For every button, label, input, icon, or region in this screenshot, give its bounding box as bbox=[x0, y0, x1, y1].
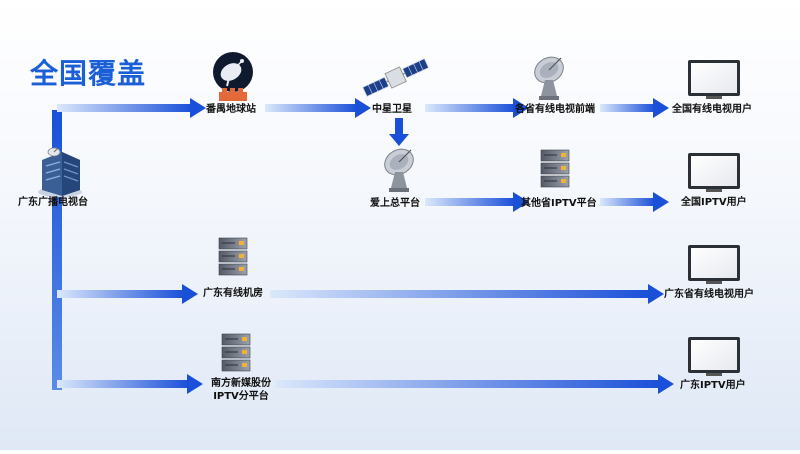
node-zhongxing-label: 中星卫星 bbox=[372, 104, 412, 115]
arrow-zhongxing-to-aishang bbox=[389, 118, 409, 146]
satellite-icon bbox=[362, 58, 430, 97]
node-provinces-cable-label: 各省有线电视前端 bbox=[515, 104, 595, 115]
server-rack-icon bbox=[221, 333, 251, 372]
tv-monitor-icon bbox=[688, 60, 740, 99]
server-rack-icon bbox=[218, 237, 248, 276]
node-national-iptv-users-label: 全国IPTV用户 bbox=[681, 197, 747, 208]
tv-monitor-icon bbox=[688, 245, 740, 284]
node-other-iptv-label: 其他省IPTV平台 bbox=[521, 198, 597, 209]
earth-station-icon bbox=[213, 52, 253, 101]
arrow-source-to-nanfang bbox=[57, 374, 203, 394]
arrow-other-iptv-to-national-iptv bbox=[600, 192, 669, 212]
node-nanfang-label-line2: IPTV分平台 bbox=[213, 391, 269, 402]
tv-monitor-icon bbox=[688, 153, 740, 192]
node-national-cable-users-label: 全国有线电视用户 bbox=[672, 104, 752, 115]
node-gd-cable-room-label: 广东有线机房 bbox=[203, 288, 263, 299]
satellite-dish-icon bbox=[534, 56, 564, 100]
trunk-line bbox=[52, 110, 62, 390]
arrow-nanfang-to-gd-iptv bbox=[275, 374, 674, 394]
page-title: 全国覆盖 bbox=[30, 57, 147, 90]
node-panyu-label: 番禺地球站 bbox=[206, 104, 256, 115]
node-gd-cable-users-label: 广东省有线电视用户 bbox=[664, 289, 754, 300]
server-rack-icon bbox=[540, 149, 570, 188]
satellite-dish-icon bbox=[384, 148, 414, 192]
arrow-panyu-to-zhongxing bbox=[265, 98, 371, 118]
node-gd-iptv-users-label: 广东IPTV用户 bbox=[680, 380, 746, 391]
arrow-provinces-to-national-cable bbox=[600, 98, 669, 118]
arrow-aishang-to-other-iptv bbox=[425, 192, 529, 212]
arrow-source-to-gd-cable-room bbox=[57, 284, 198, 304]
node-nanfang-label-line1: 南方新媒股份 bbox=[211, 378, 271, 389]
arrow-gd-cable-room-to-users bbox=[270, 284, 664, 304]
node-aishang-label: 爱上总平台 bbox=[370, 198, 420, 209]
arrow-source-to-panyu bbox=[57, 98, 206, 118]
arrow-zhongxing-to-provinces bbox=[425, 98, 529, 118]
node-source-label: 广东广播电视台 bbox=[18, 197, 88, 208]
tv-station-building-icon bbox=[38, 147, 82, 197]
tv-monitor-icon bbox=[688, 337, 740, 376]
